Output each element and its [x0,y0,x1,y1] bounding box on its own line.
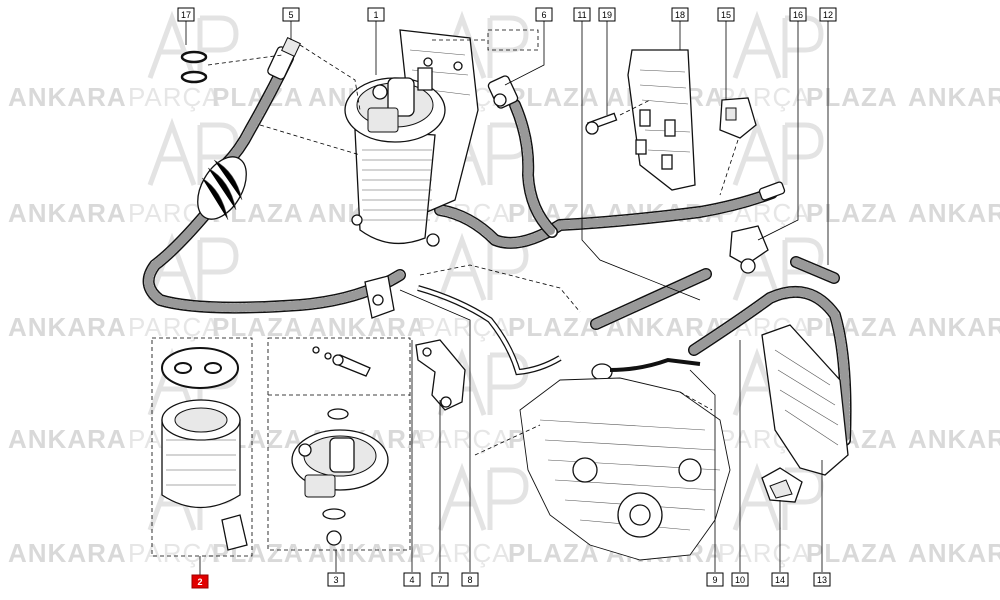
callout-label: 19 [602,10,612,20]
callout-2[interactable]: 2 [191,574,209,589]
watermark-word: PLAZA [212,538,304,568]
callout-8[interactable]: 8 [461,572,479,587]
watermark-word: ANKARA [8,198,127,228]
callout-label: 10 [735,575,745,585]
callout-label: 2 [197,577,202,587]
fuel-filter-housing [344,29,479,247]
watermark-word: ANKARA [8,312,127,342]
callout-label: 8 [467,575,472,585]
callout-15[interactable]: 15 [717,7,735,22]
filter-kit-2 [151,337,253,557]
leader-lines [185,20,829,575]
temperature-sensor-8 [364,275,395,319]
callout-10[interactable]: 10 [731,572,749,587]
watermark-word: ANKARA [8,538,127,568]
watermark-word: ANKARA [908,538,1000,568]
watermark-word: ANKARA [908,312,1000,342]
callout-1[interactable]: 1 [367,7,385,22]
callout-12[interactable]: 12 [819,7,837,22]
callout-11[interactable]: 11 [573,7,591,22]
watermark-word: PLAZA [806,312,898,342]
watermark-word: PLAZA [806,198,898,228]
watermark-word: PARÇA [128,538,221,568]
callout-5[interactable]: 5 [282,7,300,22]
watermark-word: PARÇA [128,312,221,342]
screw-19 [585,112,618,135]
watermark-word: PLAZA [806,82,898,112]
hose-filter-outlet [434,187,778,249]
callout-label: 9 [712,575,717,585]
banjo-bolt-9 [591,357,701,381]
primer-bulb [197,37,301,221]
fuel-hoses [142,52,852,446]
callout-label: 12 [823,10,833,20]
watermark-word: PARÇA [418,538,511,568]
callout-label: 7 [437,575,442,585]
callout-19[interactable]: 19 [598,7,616,22]
clamp-connector [729,225,769,274]
filter-head-kit-3-4 [267,337,411,551]
watermark-word: PLAZA [212,312,304,342]
clip-15 [719,97,757,139]
fitting-6 [487,75,519,109]
watermark-word: ANKARA [8,82,127,112]
callout-16[interactable]: 16 [789,7,807,22]
o-rings-17 [180,50,208,84]
callout-7[interactable]: 7 [431,572,449,587]
heat-shield-13 [761,324,849,476]
callout-17[interactable]: 17 [177,7,195,22]
hose-fitting-6 [509,99,558,238]
callout-9[interactable]: 9 [706,572,724,587]
callouts: 17 5 1 6 11 19 18 15 16 12 2 [177,7,837,589]
watermark-word: PLAZA [508,82,600,112]
callout-label: 15 [721,10,731,20]
callout-label: 18 [675,10,685,20]
hose-11 [590,268,712,330]
watermark-word: PLAZA [508,538,600,568]
callout-6[interactable]: 6 [535,7,553,22]
pipe-8 [417,285,562,376]
hose-10 [688,285,852,446]
watermark-word: ANKARA [308,538,427,568]
callout-label: 4 [409,575,414,585]
watermark-word: PARÇA [418,424,511,454]
callout-label: 17 [181,10,191,20]
hose-end-16 [758,181,786,201]
callout-label: 13 [817,575,827,585]
watermark-word: PARÇA [718,538,811,568]
watermark-word: PARÇA [128,82,221,112]
callout-label: 11 [577,10,586,20]
callout-label: 5 [288,10,293,20]
bracket-7 [415,339,466,411]
callout-label: 3 [333,575,338,585]
watermark-word: ANKARA [908,198,1000,228]
watermark-word: PLAZA [806,538,898,568]
watermark-word: ANKARA [8,424,127,454]
callout-label: 1 [373,10,378,20]
watermark-word: ANKARA [908,82,1000,112]
hose-12 [790,256,840,284]
engine-block [519,377,731,561]
watermark-word: ANKARA [308,312,427,342]
callout-4[interactable]: 4 [403,572,421,587]
watermark-word: PLAZA [508,312,600,342]
callout-label: 6 [541,10,546,20]
callout-14[interactable]: 14 [771,572,789,587]
callout-3[interactable]: 3 [327,572,345,587]
bracket-14 [761,467,803,503]
mounting-plate-18 [627,49,696,191]
callout-label: 16 [793,10,803,20]
callout-label: 14 [775,575,785,585]
callout-13[interactable]: 13 [813,572,831,587]
callout-18[interactable]: 18 [671,7,689,22]
watermark-word: ANKARA [908,424,1000,454]
